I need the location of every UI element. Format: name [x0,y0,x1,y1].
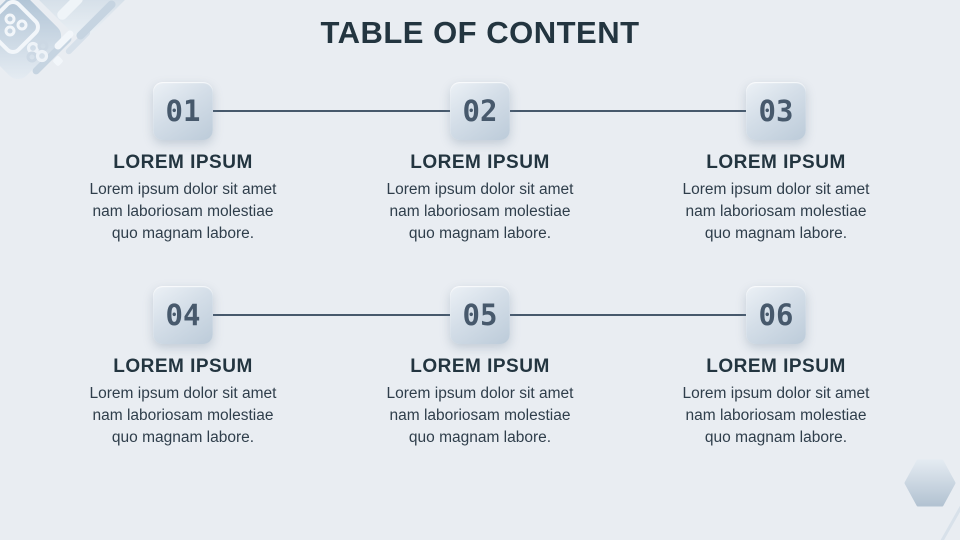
toc-item-03: 03 LOREM IPSUM Lorem ipsum dolor sit ame… [626,82,926,245]
item-number: 02 [462,94,498,128]
item-number: 06 [758,298,794,332]
item-heading: LOREM IPSUM [410,152,550,173]
item-description: Lorem ipsum dolor sit amet nam laboriosa… [89,385,277,446]
number-badge: 03 [746,82,806,140]
item-heading: LOREM IPSUM [706,152,846,173]
item-heading: LOREM IPSUM [706,356,846,377]
item-description: Lorem ipsum dolor sit amet nam laboriosa… [682,181,870,242]
number-badge: 04 [153,286,213,344]
toc-item-05: 05 LOREM IPSUM Lorem ipsum dolor sit ame… [330,286,630,449]
item-number: 03 [758,94,794,128]
toc-item-01: 01 LOREM IPSUM Lorem ipsum dolor sit ame… [33,82,333,245]
number-badge: 06 [746,286,806,344]
number-badge: 02 [450,82,510,140]
item-heading: LOREM IPSUM [410,356,550,377]
number-badge: 05 [450,286,510,344]
item-description: Lorem ipsum dolor sit amet nam laboriosa… [386,181,574,242]
item-description: Lorem ipsum dolor sit amet nam laboriosa… [89,181,277,242]
item-description: Lorem ipsum dolor sit amet nam laboriosa… [386,385,574,446]
number-badge: 01 [153,82,213,140]
item-number: 04 [165,298,201,332]
item-heading: LOREM IPSUM [113,356,253,377]
item-number: 05 [462,298,498,332]
item-number: 01 [165,94,201,128]
toc-item-06: 06 LOREM IPSUM Lorem ipsum dolor sit ame… [626,286,926,449]
item-heading: LOREM IPSUM [113,152,253,173]
page-title: TABLE OF CONTENT [320,15,640,50]
toc-item-04: 04 LOREM IPSUM Lorem ipsum dolor sit ame… [33,286,333,449]
toc-item-02: 02 LOREM IPSUM Lorem ipsum dolor sit ame… [330,82,630,245]
item-description: Lorem ipsum dolor sit amet nam laboriosa… [682,385,870,446]
